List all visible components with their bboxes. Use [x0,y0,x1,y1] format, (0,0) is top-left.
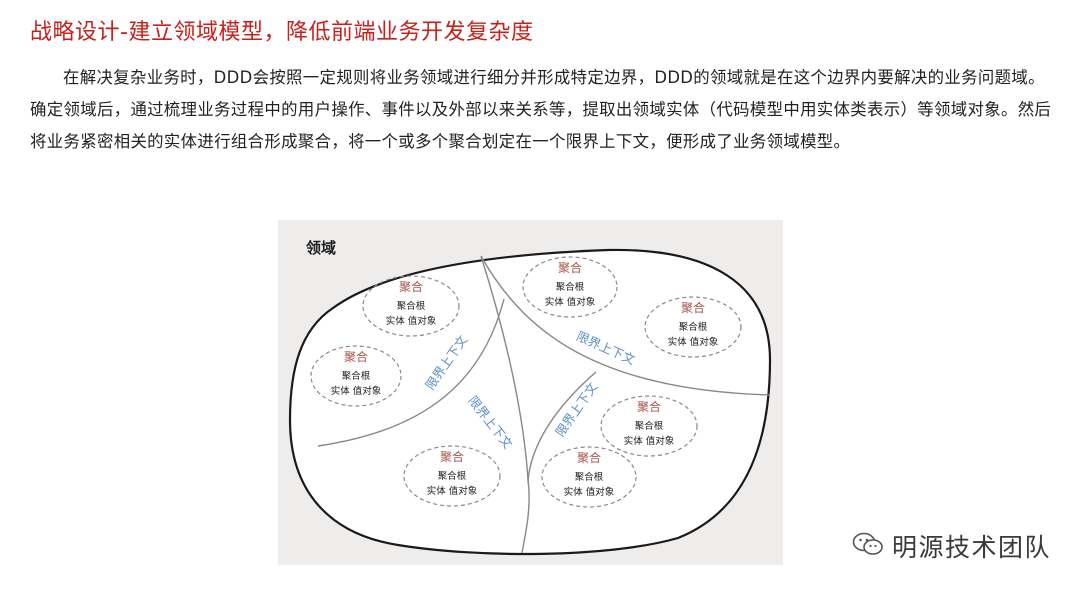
aggregate: 聚合 聚合根 实体 值对象 [644,296,742,358]
aggregate-root: 聚合根 [556,281,585,293]
ddd-domain-diagram: 领域 聚合 聚合根 实体 值对象 聚合 聚合根 实体 值对象 聚合 聚合根 实体… [278,220,783,565]
aggregate-objects: 实体 值对象 [624,435,675,447]
aggregate-title: 聚合 [344,349,368,364]
aggregate: 聚合 聚合根 实体 值对象 [600,395,698,457]
aggregate: 聚合 聚合根 实体 值对象 [362,275,460,337]
article-paragraph: 在解决复杂业务时，DDD会按照一定规则将业务领域进行细分并形成特定边界，DDD的… [30,68,1052,151]
aggregate-title: 聚合 [637,399,661,414]
domain-boundary [288,248,772,556]
watermark-text: 明源技术团队 [892,533,1052,562]
context-divider [480,255,771,396]
aggregate: 聚合 聚合根 实体 值对象 [310,345,402,407]
aggregate-root: 聚合根 [342,370,371,382]
aggregate-root: 聚合根 [397,300,426,312]
aggregate-title: 聚合 [577,450,601,465]
aggregate-objects: 实体 值对象 [564,486,615,498]
aggregate-objects: 实体 值对象 [331,385,382,397]
aggregate-root: 聚合根 [575,471,604,483]
aggregate: 聚合 聚合根 实体 值对象 [541,446,637,508]
aggregate-title: 聚合 [399,279,423,294]
aggregate-title: 聚合 [558,260,582,275]
domain-label: 领域 [305,239,336,257]
aggregate-root: 聚合根 [635,420,664,432]
aggregate-title: 聚合 [440,449,464,464]
article-title: 战略设计-建立领域模型，降低前端业务开发复杂度 [30,20,534,45]
aggregate: 聚合 聚合根 实体 值对象 [522,256,618,318]
aggregate-root: 聚合根 [679,321,708,333]
aggregate-objects: 实体 值对象 [668,336,719,348]
account-watermark: 明源技术团队 [852,526,1051,566]
context-divider [480,255,530,554]
wechat-icon [852,531,884,561]
context-divider [527,371,597,483]
aggregate-objects: 实体 值对象 [545,296,596,308]
aggregate-root: 聚合根 [438,470,467,482]
aggregate: 聚合 聚合根 实体 值对象 [403,445,501,507]
context-divider [317,298,505,447]
aggregate-objects: 实体 值对象 [386,315,437,327]
aggregate-title: 聚合 [681,300,705,315]
aggregate-objects: 实体 值对象 [427,485,478,497]
